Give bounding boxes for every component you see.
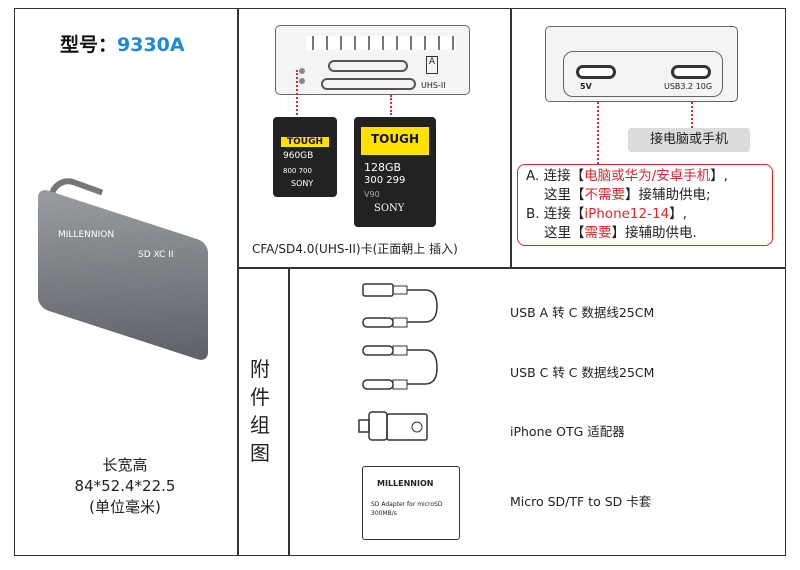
port1-label: 5V [580,82,592,91]
sd-speed: 300 299 [364,175,406,186]
usb-c-to-c-cable-icon [362,345,438,390]
power-notes: A. 连接【电脑或华为/安卓手机】, 这里【不需要】接辅助供电; B. 连接【i… [517,164,773,246]
note: 】, [669,206,687,222]
card-reader-image: MILLENNION SD XC II [38,172,213,363]
cfa-maker: SONY [291,179,314,188]
otg-adapter-icon [358,411,428,441]
note: 】接辅助供电; [625,187,711,203]
sd-slot [321,78,416,90]
vent-slots [306,36,456,50]
arrow-power [597,102,599,164]
divider [510,8,512,267]
port-panel [563,51,723,97]
cfa-card: TOUGH 960GB 800 700 SONY [273,117,337,197]
reader-body [38,187,208,363]
device-marks: SD XC II [138,250,174,260]
led [299,68,305,74]
model-number: 型号：9330A [60,30,185,57]
slot-label: UHS-II [421,81,446,90]
note: 】接辅助供电. [611,225,697,241]
cfa-brand: TOUGH [281,137,329,147]
accessory-label: iPhone OTG 适配器 [510,424,625,439]
note: B. 连接【 [526,206,585,222]
sd-maker: SONY [374,203,405,214]
adapter-brand: MILLENNION [377,479,434,488]
dimensions: 长宽高 84*52.4*22.5 (单位毫米) [40,455,210,518]
led [299,78,305,84]
connect-label: 接电脑或手机 [628,128,750,152]
note: 这里【 [544,187,585,203]
note-highlight: iPhone12-14 [584,206,670,222]
reader-front-view: A UHS-II [275,25,470,95]
reader-back-view: 5V USB3.2 10G [545,26,738,102]
note: 这里【 [544,225,585,241]
port2-label: USB3.2 10G [664,82,713,91]
sd-adapter-icon: MILLENNION SD Adapter for microSD 300MB/… [362,466,460,540]
arrow-sd [390,95,392,115]
arrow-cfa [296,70,298,115]
arrow-data [691,102,693,128]
sd-class: V90 [364,190,380,199]
device-brand: MILLENNION [58,230,115,240]
divider [288,267,290,556]
dimensions-unit: (单位毫米) [89,498,161,516]
note-highlight: 需要 [584,225,612,241]
model-label: 型号： [60,34,118,56]
cfa-capacity: 960GB [283,151,314,161]
accessories-title: 附件组图 [250,357,270,465]
accessory-label: USB A 转 C 数据线25CM [510,305,655,320]
card-a-icon: A [426,56,438,74]
usb-c-port-data [671,65,711,79]
cfa-speed: 800 700 [283,167,312,175]
adapter-text: SD Adapter for microSD [371,501,443,508]
model-value: 9330A [117,34,185,56]
accessory-label: Micro SD/TF to SD 卡套 [510,494,652,509]
divider [237,267,786,269]
cfa-slot [328,60,408,72]
usb-a-to-c-cable-icon [362,283,438,328]
note-highlight: 不需要 [584,187,626,203]
divider [237,8,239,556]
usb-c-port-power [576,65,616,79]
accessory-label: USB C 转 C 数据线25CM [510,365,655,380]
sd-capacity: 128GB [364,161,402,174]
sd-brand: TOUGH [361,127,429,155]
dimensions-title: 长宽高 [102,456,148,474]
note-highlight: 电脑或华为/安卓手机 [584,168,711,184]
note: 】, [710,168,728,184]
note: A. 连接【 [526,168,585,184]
card-caption: CFA/SD4.0(UHS-II)卡(正面朝上 插入) [252,242,458,256]
dimensions-value: 84*52.4*22.5 [74,477,176,495]
sd-card: TOUGH 128GB 300 299 V90 SONY [354,117,436,227]
adapter-speed: 300MB/s [371,510,397,517]
spec-sheet-frame [14,8,786,556]
